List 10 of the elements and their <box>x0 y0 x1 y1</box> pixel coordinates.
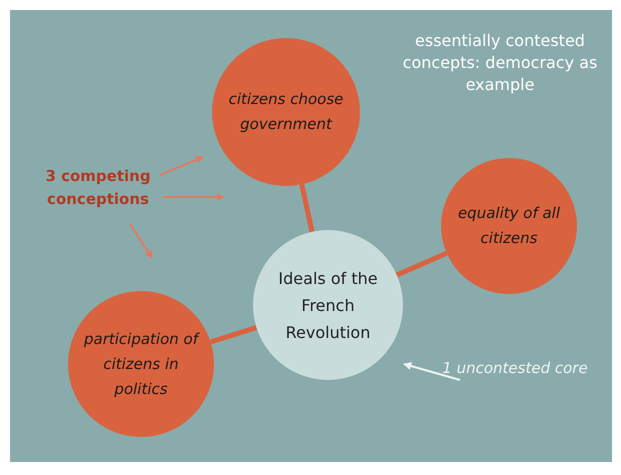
arrow <box>160 156 204 176</box>
annotation-text: 3 competing conceptions <box>44 166 152 210</box>
connector-line <box>396 250 448 278</box>
connector-line <box>299 184 314 232</box>
arrow <box>129 223 153 259</box>
title: essentially contested concepts: democracy as example <box>402 30 598 96</box>
arrow <box>163 193 225 201</box>
arrow <box>403 362 460 381</box>
annotation-text: 1 uncontested core <box>442 358 588 378</box>
connector-line <box>210 325 258 344</box>
